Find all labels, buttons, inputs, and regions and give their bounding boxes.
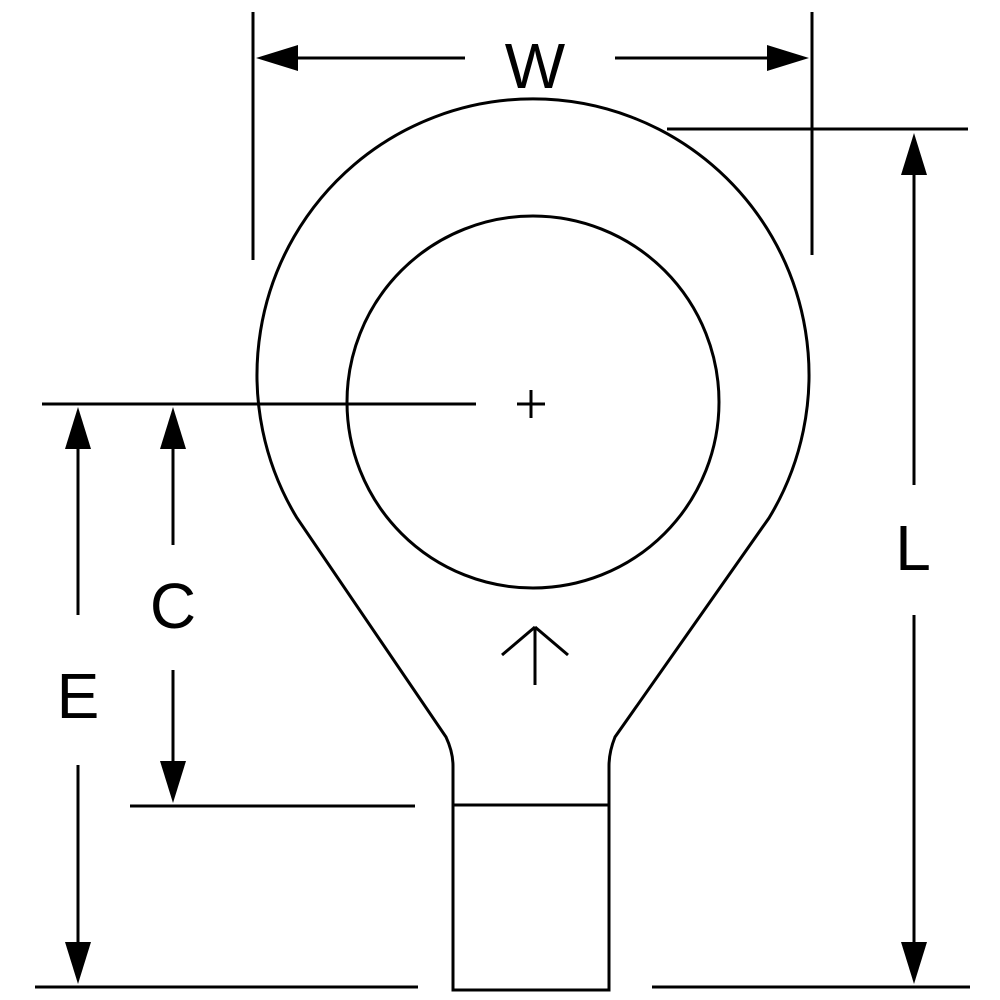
arrowhead-w-left (256, 45, 298, 71)
dimension-e: E (57, 407, 100, 984)
arrowhead-l-top (901, 133, 927, 175)
terminal-outline (255, 97, 811, 992)
arrowhead-e-top (65, 407, 91, 449)
stud-hole (345, 214, 721, 590)
dimension-label-w: W (505, 30, 566, 102)
dimension-w: W (256, 30, 809, 102)
extension-lines (35, 12, 970, 989)
dimension-c: C (150, 407, 196, 803)
arrowhead-l-bottom (901, 942, 927, 984)
arrowhead-w-right (767, 45, 809, 71)
ring-terminal (255, 97, 811, 992)
arrowhead-e-bottom (65, 942, 91, 984)
up-arrow-icon (501, 625, 569, 685)
dimension-l: L (895, 133, 931, 984)
dimension-label-c: C (150, 570, 196, 642)
arrowhead-c-top (160, 407, 186, 449)
center-mark-icon (517, 390, 545, 418)
dimension-label-l: L (895, 512, 931, 584)
dimension-label-e: E (57, 660, 100, 732)
arrowhead-c-bottom (160, 761, 186, 803)
